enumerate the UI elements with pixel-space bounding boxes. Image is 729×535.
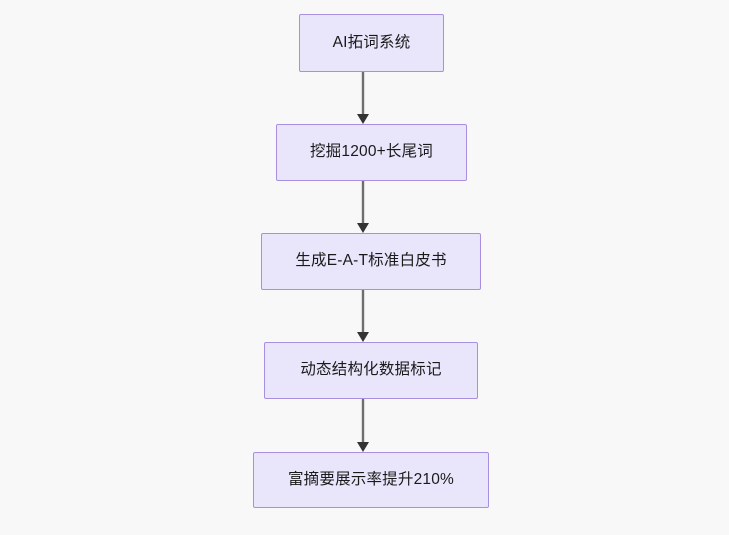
flowchart-node-n1[interactable]: AI拓词系统 — [299, 14, 444, 72]
node-label: 动态结构化数据标记 — [300, 361, 442, 379]
connector-arrow — [353, 72, 373, 124]
node-label: AI拓词系统 — [332, 33, 411, 51]
flowchart-node-n5[interactable]: 富摘要展示率提升210% — [253, 452, 489, 508]
flowchart-node-n4[interactable]: 动态结构化数据标记 — [264, 342, 478, 399]
node-label: 生成E-A-T标准白皮书 — [295, 252, 447, 270]
flowchart-node-n2[interactable]: 挖掘1200+长尾词 — [276, 124, 467, 181]
node-label: 富摘要展示率提升210% — [287, 470, 455, 488]
arrow-icon — [357, 72, 369, 124]
node-label: 挖掘1200+长尾词 — [309, 143, 434, 161]
connector-arrow — [353, 399, 373, 452]
arrow-icon — [357, 290, 369, 342]
flowchart-node-n3[interactable]: 生成E-A-T标准白皮书 — [261, 233, 481, 290]
arrow-icon — [357, 399, 369, 452]
connector-arrow — [353, 290, 373, 342]
arrow-icon — [357, 181, 369, 233]
connector-arrow — [353, 181, 373, 233]
